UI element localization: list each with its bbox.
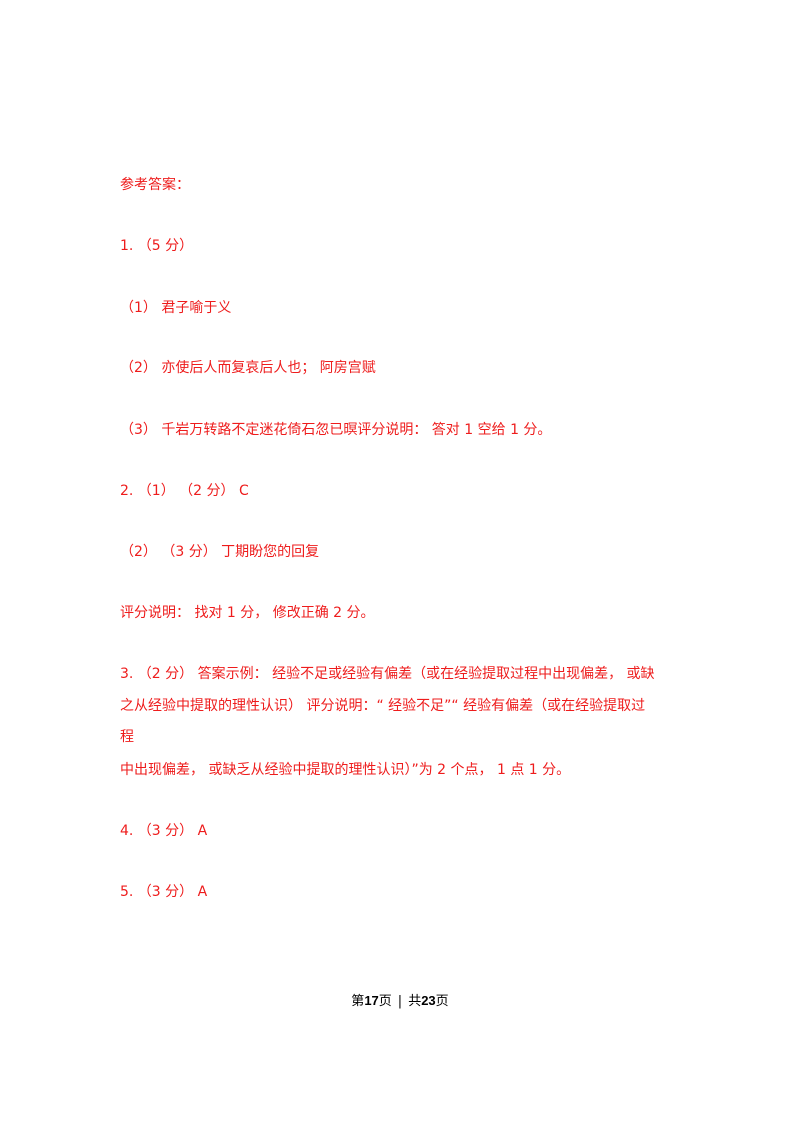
answer-1-part-3: （3） 千岩万转路不定迷花倚石忽已暝评分说明： 答对 1 空给 1 分。: [120, 422, 552, 438]
answer-heading: 参考答案：: [120, 177, 190, 193]
total-suffix: 页: [435, 994, 449, 1009]
answer-4: 4. （3 分） A: [120, 823, 208, 839]
answer-3-line-1: 3. （2 分） 答案示例： 经验不足或经验有偏差（或在经验提取过程中出现偏差，…: [120, 666, 655, 682]
answer-2-scoring-note: 评分说明： 找对 1 分， 修改正确 2 分。: [120, 605, 375, 621]
answer-2-part-1: 2. （1） （2 分） C: [120, 483, 249, 499]
answer-3-line-4: 中出现偏差， 或缺乏从经验中提取的理性认识）”为 2 个点， 1 点 1 分。: [120, 762, 571, 778]
answer-3-line-2: 之从经验中提取的理性认识） 评分说明：“ 经验不足”“ 经验有偏差（或在经验提取…: [120, 698, 646, 714]
footer-separator: |: [397, 994, 403, 1009]
answer-3-line-3: 程: [120, 729, 134, 745]
page-total-number: 23: [421, 993, 436, 1008]
answer-1-score: 1. （5 分）: [120, 238, 194, 254]
answer-1-part-1: （1） 君子喻于义: [120, 300, 232, 316]
answer-1-part-2: （2） 亦使后人而复哀后人也； 阿房宫赋: [120, 360, 376, 376]
page-current-number: 17: [364, 993, 379, 1008]
page-prefix: 第: [351, 994, 365, 1009]
answer-5: 5. （3 分） A: [120, 884, 208, 900]
total-prefix: 共: [408, 994, 422, 1009]
page-footer: 第17页|共23页: [0, 991, 800, 1012]
answer-2-part-2: （2） （3 分） 丁期盼您的回复: [120, 544, 320, 560]
page-suffix: 页: [378, 994, 392, 1009]
